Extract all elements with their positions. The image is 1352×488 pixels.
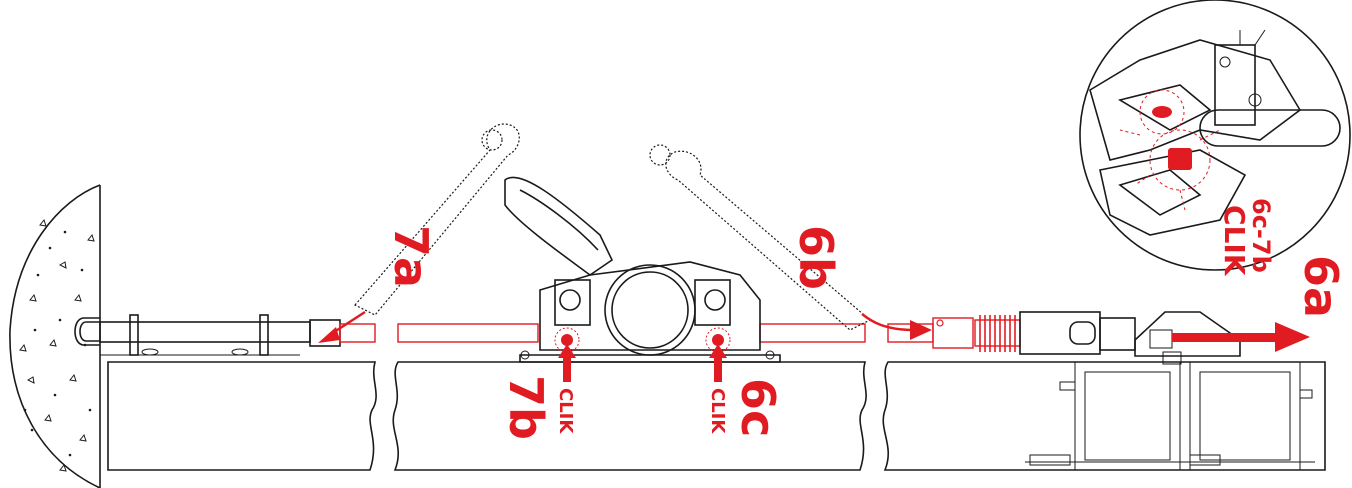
connecting-rod	[339, 323, 934, 343]
label-clik-6c: CLIK	[707, 388, 728, 434]
spring-assembly	[932, 311, 1241, 357]
label-step-6b: 6b	[789, 225, 843, 290]
rod-ghost-positions	[354, 123, 872, 331]
label-clik-7b: CLIK	[555, 388, 576, 434]
label-step-6a: 6a	[1294, 255, 1348, 318]
label-step-7b: 7b	[499, 375, 553, 440]
arrow-6a-pull	[1172, 322, 1310, 352]
arrow-6c-push	[709, 344, 727, 382]
arrow-6b	[861, 313, 932, 340]
label-step-6c: 6c	[731, 378, 785, 437]
left-rod-assembly	[74, 314, 341, 356]
floor-boards	[107, 351, 1326, 471]
wall-section	[9, 184, 101, 488]
label-step-7a: 7a	[384, 225, 438, 288]
arrow-7a	[318, 310, 366, 343]
lever-mechanism	[504, 176, 781, 363]
detail-zoom	[1079, 0, 1351, 271]
arrow-7b-push	[558, 344, 576, 382]
label-detail-ref: 6c-7b	[1247, 198, 1275, 273]
label-clik-detail: CLIK	[1218, 205, 1251, 277]
